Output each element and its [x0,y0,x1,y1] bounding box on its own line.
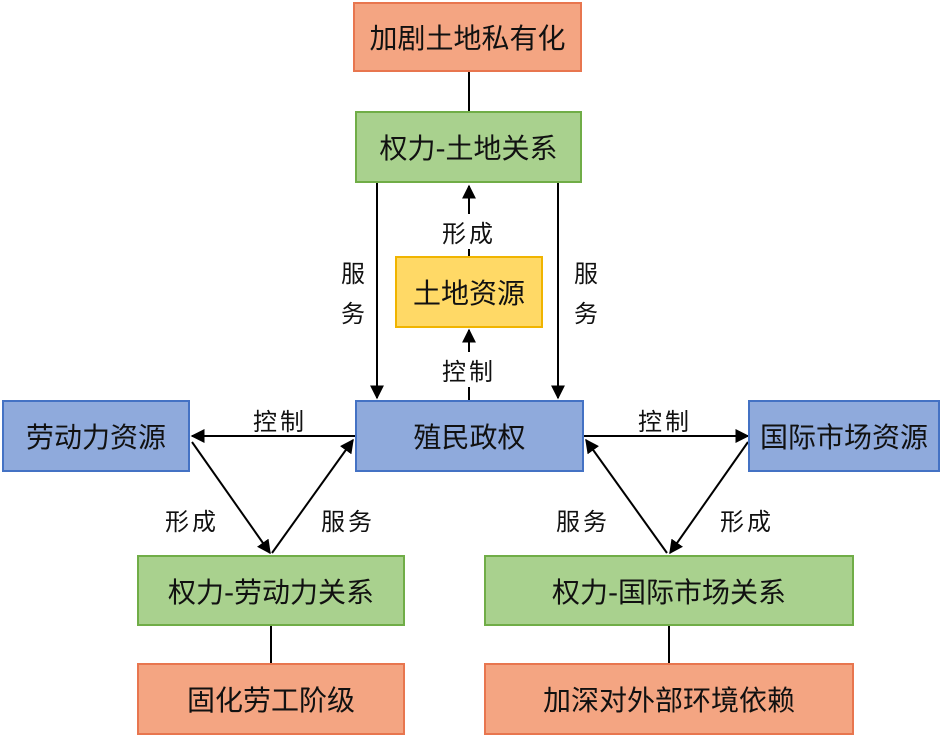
label-serve-labor: 服务 [321,508,375,536]
node-land-privatization: 加剧土地私有化 [353,2,582,72]
node-labor-class: 固化劳工阶级 [137,663,405,735]
arrow-form-labor [191,441,271,555]
node-power-land-relation: 权力-土地关系 [355,111,582,183]
arrow-serve-market [585,438,668,554]
node-market-resource: 国际市场资源 [748,400,940,472]
node-power-market-relation: 权力-国际市场关系 [484,555,854,626]
label-control-labor: 控制 [253,408,307,436]
node-land-resource: 土地资源 [395,256,543,328]
label-serve-right: 服务 [574,260,598,328]
label-form-market: 形成 [720,508,774,536]
node-labor-resource: 劳动力资源 [2,400,190,472]
label-control-market: 控制 [638,408,692,436]
arrow-serve-labor [271,438,354,554]
node-external-dependency: 加深对外部环境依赖 [484,663,854,735]
label-form-land: 形成 [442,214,496,249]
arrow-form-market [669,441,749,555]
label-control-land: 控制 [442,352,496,387]
node-power-labor-relation: 权力-劳动力关系 [137,555,405,626]
label-serve-market: 服务 [556,508,610,536]
label-form-labor: 形成 [165,508,219,536]
node-colonial-regime: 殖民政权 [355,400,584,472]
label-serve-left: 服务 [341,260,365,328]
